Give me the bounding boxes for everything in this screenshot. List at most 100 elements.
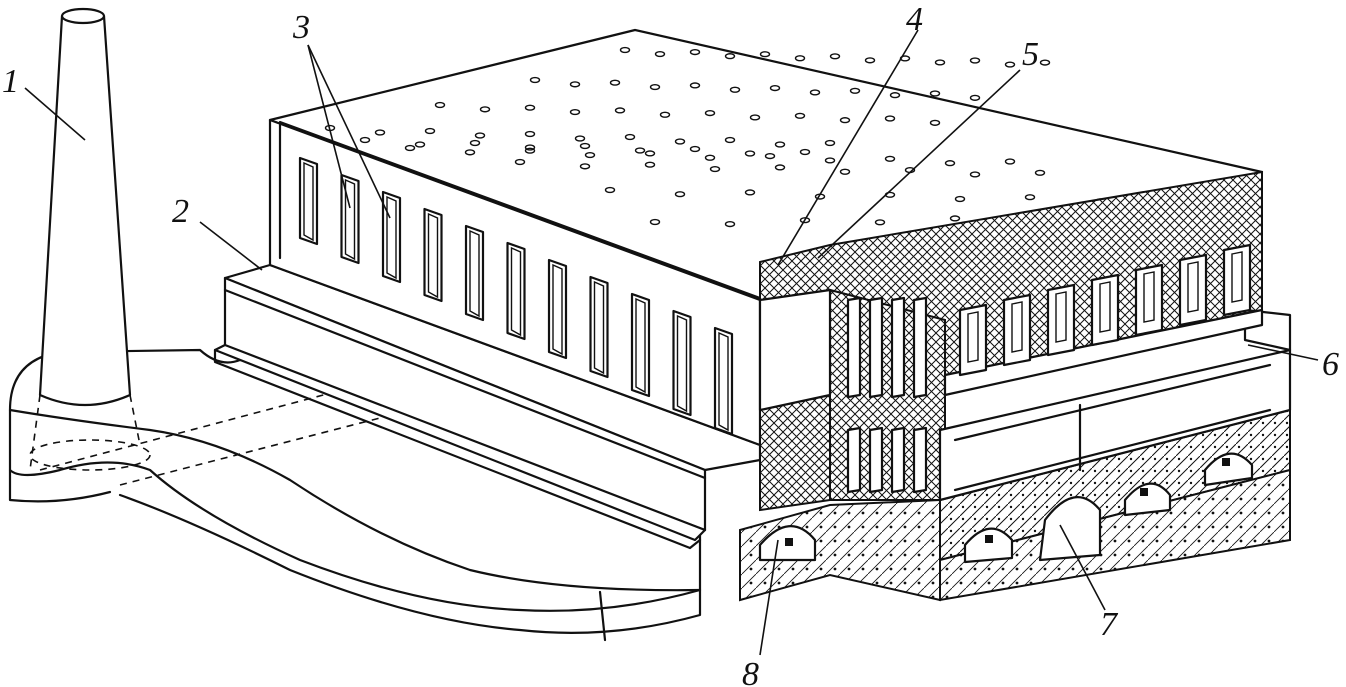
oven-door-slot [589, 275, 609, 379]
heating-flue [846, 426, 862, 494]
charging-hole [839, 168, 851, 175]
charging-hole [794, 55, 806, 62]
callout-5: 5 [1022, 36, 1039, 73]
charging-hole [954, 195, 966, 203]
charging-hole [749, 114, 761, 121]
charging-hole [404, 144, 416, 152]
charging-hole [764, 153, 776, 160]
charging-hole [704, 109, 716, 117]
charging-hole [774, 141, 786, 148]
charging-hole [524, 104, 536, 111]
charging-hole [794, 112, 806, 119]
oven-door-slot [630, 292, 651, 398]
callout-3: 3 [292, 9, 310, 46]
heating-flue [890, 426, 906, 494]
charging-hole [969, 94, 981, 101]
heating-flue [868, 426, 884, 494]
charging-hole [374, 129, 386, 136]
heating-flue [846, 296, 862, 399]
callout-8: 8 [742, 656, 759, 687]
charging-hole [569, 81, 581, 88]
callout-2: 2 [172, 193, 189, 230]
charging-hole [799, 148, 811, 156]
charging-hole [574, 135, 586, 142]
charging-hole [969, 57, 981, 64]
charging-hole [689, 48, 701, 56]
heating-flue [1222, 243, 1252, 317]
charging-hole [674, 191, 686, 198]
charging-hole [659, 111, 671, 118]
leader-lines [24, 29, 1319, 656]
charging-hole [724, 221, 736, 228]
charging-hole [829, 53, 841, 60]
charging-hole [579, 142, 591, 150]
charging-hole [649, 218, 661, 226]
charging-hole [884, 155, 896, 162]
oven-door-slot [340, 173, 360, 265]
charging-hole [614, 107, 626, 114]
chimney [29, 7, 151, 471]
oven-door-slot [547, 258, 568, 360]
charging-hole [524, 130, 536, 138]
heating-flues [846, 243, 1252, 494]
charging-holes [324, 46, 1106, 228]
charging-hole [944, 160, 956, 167]
charging-hole [824, 139, 836, 147]
charging-hole [1024, 194, 1036, 201]
oven-door-slot [506, 241, 526, 341]
charging-hole [644, 161, 656, 168]
charging-hole [689, 82, 701, 89]
heating-flue [912, 426, 928, 494]
oven-door-slot [464, 224, 485, 322]
charging-hole [479, 106, 491, 113]
charging-hole [709, 165, 721, 173]
charging-hole [689, 145, 701, 153]
callout-1: 1 [2, 63, 19, 100]
heating-flue [1046, 283, 1076, 357]
charging-hole [434, 101, 446, 109]
heating-flue [1090, 273, 1120, 347]
heating-flue [1178, 253, 1208, 327]
charging-hole [889, 92, 901, 99]
charging-hole [929, 90, 941, 97]
charging-hole [849, 87, 861, 94]
oven-doors [298, 156, 734, 436]
charging-hole [949, 215, 961, 222]
heating-flue [890, 296, 906, 399]
charging-hole [864, 57, 876, 64]
charging-hole [524, 147, 536, 154]
charging-hole [584, 151, 596, 159]
charging-hole [464, 149, 476, 156]
charging-hole [674, 138, 686, 145]
charging-hole [769, 84, 781, 92]
charging-hole [929, 119, 941, 126]
charging-hole [424, 127, 436, 135]
charging-hole [1034, 169, 1046, 176]
charging-hole [884, 115, 896, 122]
oven-door-slot [423, 207, 443, 303]
charging-hole [724, 53, 736, 60]
charging-hole [744, 150, 756, 157]
sole-flue-arches [758, 452, 1254, 564]
callout-7: 7 [1100, 606, 1119, 643]
oven-door-slot [713, 326, 734, 436]
charging-hole [624, 133, 636, 141]
heating-flue [868, 296, 884, 399]
charging-hole [524, 144, 536, 151]
charging-hole [634, 147, 646, 154]
charging-hole [469, 139, 481, 147]
oven-door-slot [298, 156, 319, 246]
charging-hole [619, 46, 631, 54]
charging-hole [1039, 59, 1051, 66]
heating-flue [958, 303, 988, 377]
charging-hole [724, 136, 736, 144]
charging-hole [1004, 61, 1016, 68]
charging-hole [759, 51, 771, 58]
charging-hole [579, 163, 591, 170]
charging-hole [609, 79, 621, 86]
charging-hole [604, 186, 616, 194]
charging-hole [824, 157, 836, 164]
heating-flue [912, 296, 928, 399]
heating-flue [1002, 293, 1032, 367]
